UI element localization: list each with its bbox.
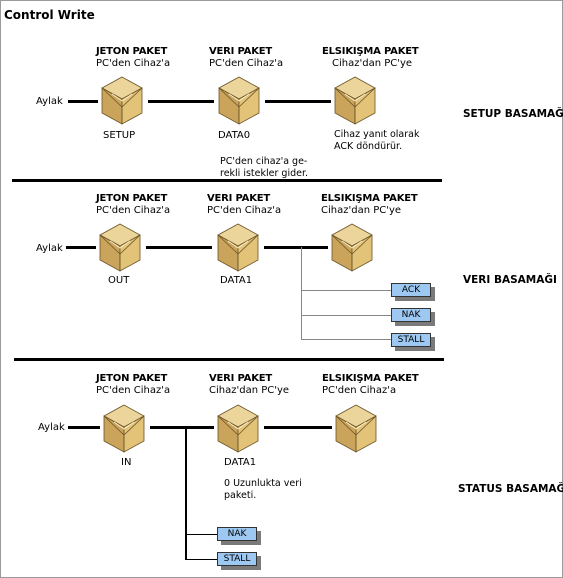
setup-idle-line — [68, 100, 98, 103]
data-link-2 — [264, 246, 328, 249]
data-handshake-heading: ELSIKIŞMA PAKET — [321, 193, 418, 204]
data-divider — [14, 358, 444, 361]
data-response-branch-ack — [301, 290, 391, 291]
data-handshake-package-icon — [331, 223, 373, 272]
status-response-branch-stall — [185, 559, 217, 560]
data-data-label: DATA1 — [220, 275, 253, 286]
status-response-branch-nak — [185, 534, 217, 535]
setup-handshake-direction: Cihaz'dan PC'ye — [332, 58, 413, 69]
status-token-direction: PC'den Cihaz'a — [96, 385, 171, 396]
status-stage-title: STATUS BASAMAĞI — [458, 483, 563, 495]
status-handshake-direction: PC'den Cihaz'a — [322, 385, 397, 396]
status-token-package-icon — [103, 404, 145, 453]
status-data-label: DATA1 — [224, 457, 257, 468]
data-data-direction: PC'den Cihaz'a — [207, 205, 282, 216]
data-data-heading: VERI PAKET — [207, 193, 271, 204]
setup-link-2 — [265, 100, 331, 103]
data-response-branch-stall — [301, 339, 391, 340]
setup-data-note-1: PC'den cihaz'a ge- — [220, 156, 308, 167]
status-handshake-package-icon — [335, 404, 377, 453]
data-nak-box: NAK — [391, 308, 431, 322]
setup-idle-label: Aylak — [36, 96, 63, 107]
data-data-package-icon — [217, 223, 259, 272]
setup-divider — [12, 179, 442, 182]
setup-data-label: DATA0 — [218, 130, 251, 141]
status-link-1 — [150, 426, 214, 429]
setup-token-direction: PC'den Cihaz'a — [96, 58, 171, 69]
setup-handshake-heading: ELSIKIŞMA PAKET — [322, 46, 419, 57]
data-handshake-direction: Cihaz'dan PC'ye — [321, 205, 402, 216]
data-response-trunk — [301, 247, 302, 339]
status-token-label: IN — [121, 457, 132, 468]
status-link-2 — [264, 426, 332, 429]
status-stall-box: STALL — [217, 552, 257, 566]
setup-stage-title: SETUP BASAMAĞI — [463, 108, 563, 120]
setup-handshake-package-icon — [334, 76, 376, 125]
data-link-1 — [146, 246, 212, 249]
data-stall-box: STALL — [391, 333, 431, 347]
setup-data-heading: VERI PAKET — [209, 46, 273, 57]
setup-token-package-icon — [101, 76, 143, 125]
status-idle-line — [68, 426, 100, 429]
data-response-branch-nak — [301, 315, 391, 316]
status-handshake-heading: ELSIKIŞMA PAKET — [322, 373, 419, 384]
status-response-trunk — [185, 427, 187, 560]
data-idle-label: Aylak — [36, 243, 63, 254]
status-data-heading: VERI PAKET — [209, 373, 273, 384]
setup-handshake-note-2: ACK döndürür. — [334, 141, 403, 152]
setup-data-note-2: rekli istekler gider. — [220, 168, 309, 179]
setup-data-direction: PC'den Cihaz'a — [209, 58, 284, 69]
setup-link-1 — [148, 100, 214, 103]
status-data-note-2: paketi. — [224, 490, 257, 501]
status-data-package-icon — [217, 404, 259, 453]
data-token-direction: PC'den Cihaz'a — [96, 205, 171, 216]
status-data-note-1: 0 Uzunlukta veri — [224, 478, 302, 489]
data-token-heading: JETON PAKET — [96, 193, 168, 204]
setup-token-label: SETUP — [103, 130, 136, 141]
status-token-heading: JETON PAKET — [96, 373, 168, 384]
setup-data-package-icon — [218, 76, 260, 125]
data-idle-line — [66, 246, 96, 249]
setup-handshake-note-1: Cihaz yanıt olarak — [334, 129, 420, 140]
status-idle-label: Aylak — [38, 422, 65, 433]
data-token-package-icon — [99, 223, 141, 272]
data-ack-box: ACK — [391, 283, 431, 297]
status-nak-box: NAK — [217, 527, 257, 541]
setup-token-heading: JETON PAKET — [96, 46, 168, 57]
data-token-label: OUT — [108, 275, 130, 286]
data-stage-title: VERI BASAMAĞI — [463, 274, 557, 286]
diagram-title: Control Write — [4, 8, 95, 22]
status-data-direction: Cihaz'dan PC'ye — [209, 385, 290, 396]
